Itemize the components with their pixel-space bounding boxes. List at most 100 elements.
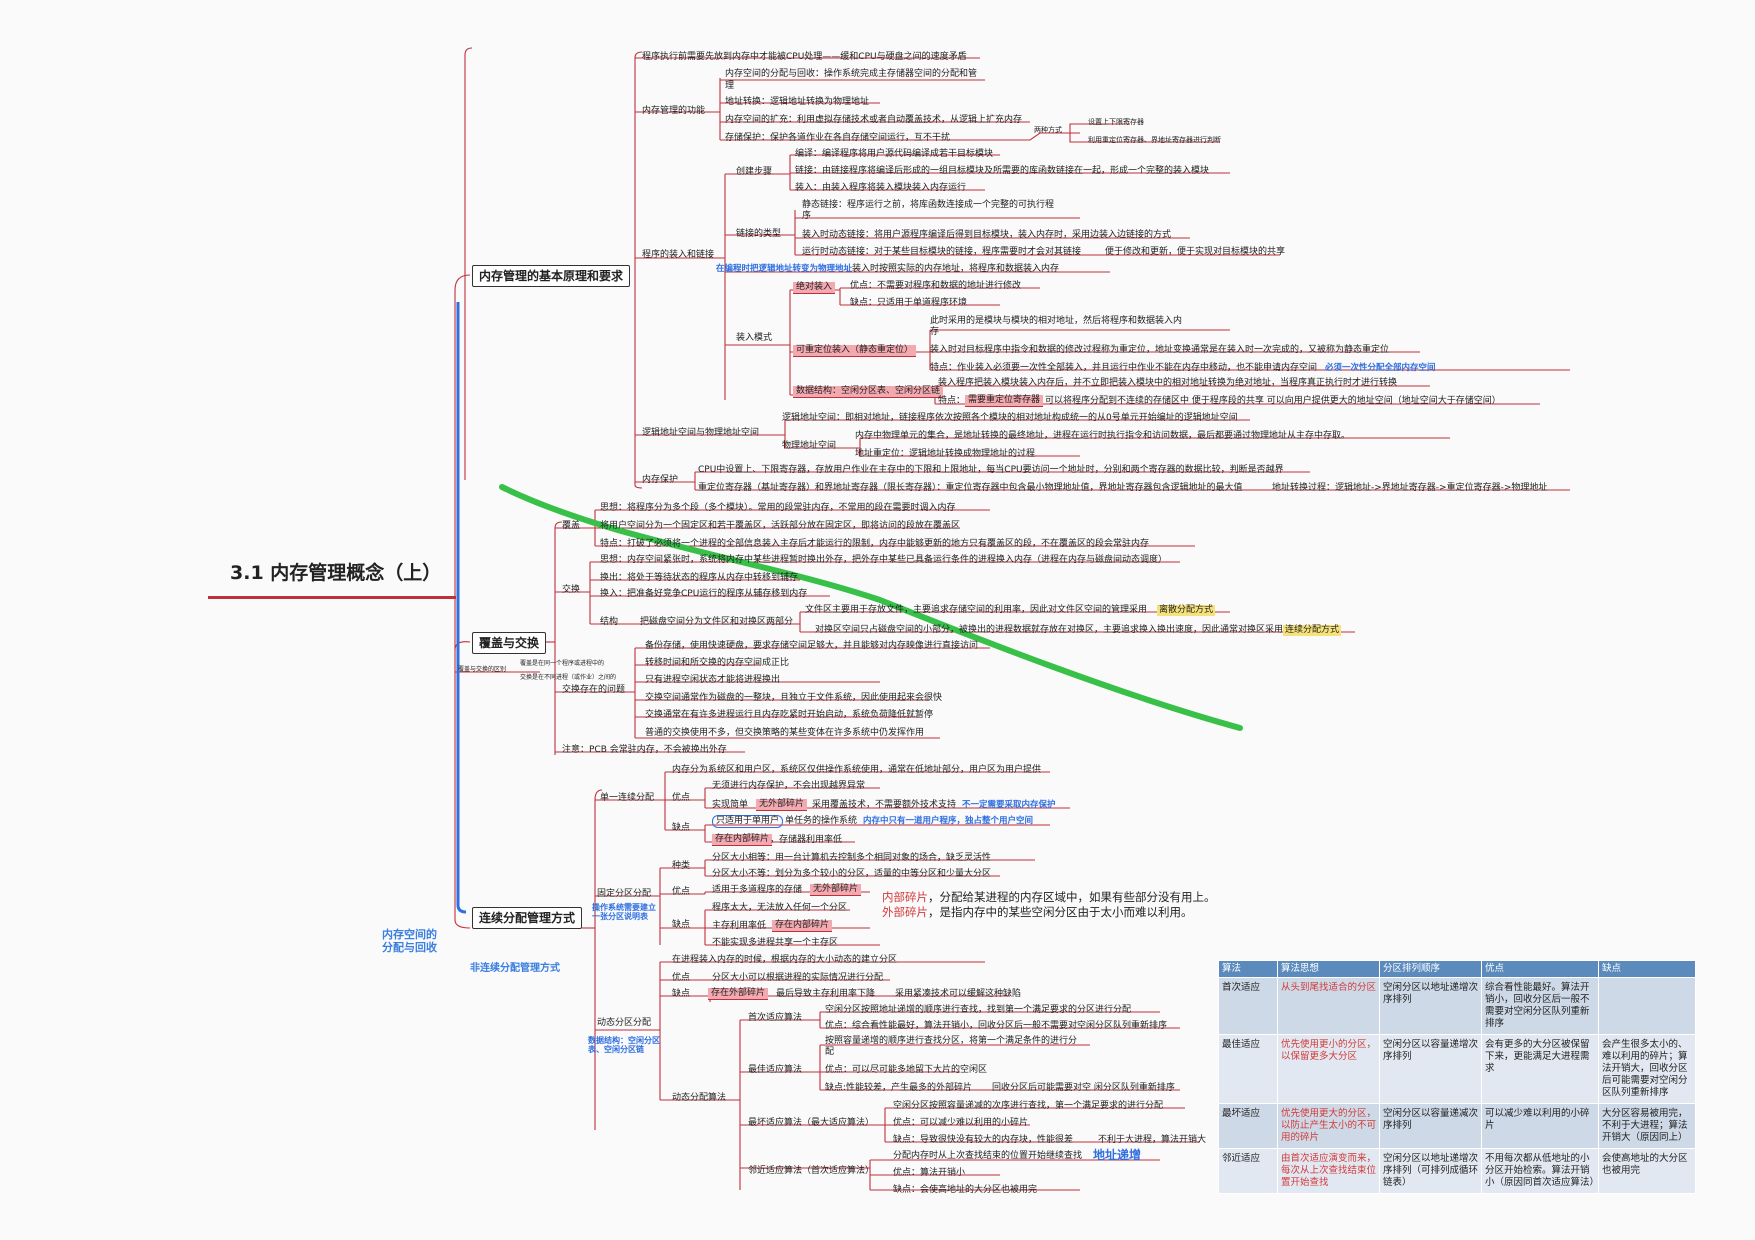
node: 内存分为系统区和用户区，系统区仅供操作系统使用，通常在低地址部分，用户区为用户提… (672, 765, 1042, 775)
node: 创建步骤 (736, 167, 773, 177)
table-cell: 优先使用更小的分区，以保留更多大分区 (1277, 1034, 1380, 1104)
node: 程序的装入和链接 (642, 250, 715, 260)
node: 地址重定位：逻辑地址转换成物理地址的过程 (855, 449, 1036, 459)
node: 在进程装入内存的时候，根据内存的大小动态的建立分区 (672, 955, 898, 965)
table-cell: 首次适应 (1218, 977, 1278, 1035)
node: 最坏适应算法（最大适应算法） (748, 1118, 875, 1128)
node: 不能实现多进程共享一个主存区 (712, 938, 839, 948)
node: 特点： (938, 396, 966, 406)
node: 主存利用率低 (712, 921, 767, 931)
table-cell: 综合看性能最好。算法开销小，回收分区后一般不需要对空闲分区队列重新排序 (1481, 977, 1599, 1035)
node: 理 (725, 81, 735, 91)
node: 内存保护 (642, 475, 679, 485)
node: 只适用于单用户 (712, 815, 784, 828)
node: 特点：打破了必须将一个进程的全部信息装入主存后才能运行的限制，内存中能够更新的地… (600, 539, 1150, 549)
node: 转移时间和所交换的内存空间成正比 (645, 658, 790, 668)
table-header: 算法 (1218, 960, 1278, 978)
table-cell: 空闲分区以容量递减次序排列 (1379, 1103, 1482, 1149)
node: 交换存在的问题 (562, 685, 626, 695)
node: 备份存储，使用快速硬盘，要求存储空间足够大，并且能够对内存映像进行直接访问 (645, 641, 979, 651)
table-header: 缺点 (1598, 960, 1696, 978)
root-title: 3.1 内存管理概念（上） (230, 562, 442, 584)
fragment-external-desc: ，是指内存中的某些空闲分区由于太小而难以利用。 (928, 905, 1193, 919)
node: 采用覆盖技术，不需要额外技术支持 (812, 800, 957, 810)
node: 只有进程空闲状态才能将进程换出 (645, 675, 781, 685)
node: 换出：将处于等待状态的程序从内存中转移到辅存 (600, 573, 799, 583)
node: 存储保护：保护各道作业在各自存储空间运行，互不干扰 (725, 133, 951, 143)
node-highlight: 存在外部碎片 (708, 988, 769, 1000)
table-cell: 空闲分区以容量递增次序排列 (1379, 1034, 1482, 1104)
table-row: 最坏适应 优先使用更大的分区，以防止产生太小的不可用的碎片 空闲分区以容量递减次… (1218, 1103, 1696, 1149)
node: 思想：内存空间紧张时，系统将内存中某些进程暂时换出外存，把外存中某些已具备运行条… (600, 555, 1168, 565)
node: 思想：将程序分为多个段（多个模块）。常用的段常驻内存，不常用的段在需要时调入内存 (600, 503, 956, 513)
node-highlight: 无外部碎片 (756, 799, 808, 811)
node-highlight: 连续分配方式 (1283, 625, 1342, 636)
node: 设置上下限寄存器 (1088, 118, 1144, 126)
node: 链接的类型 (736, 229, 782, 239)
node: 逻辑地址空间与物理地址空间 (642, 428, 760, 438)
node: 装入模式 (736, 333, 773, 343)
node: 采用紧凑技术可以缓解这种缺陷 (895, 989, 1022, 999)
node: 缺点 (672, 823, 691, 833)
side-note-noncontiguous: 非连续分配管理方式 (470, 963, 560, 974)
node-highlight: 数据结构：空闲分区表、空闲分区链 (793, 386, 944, 398)
fragment-internal-desc: ，分配给某进程的内存区域中，如果有些部分没有用上。 (928, 890, 1216, 904)
table-row: 邻近适应 由首次适应演变而来，每次从上次查找结束位置开始查找 空闲分区以地址递增… (1218, 1148, 1696, 1194)
node: 动态分配算法 (672, 1093, 727, 1103)
table-header-row: 算法 算法思想 分区排列顺序 优点 缺点 (1218, 960, 1696, 978)
node: 此时采用的是模块与模块的相对地址，然后将程序和数据装入内 (930, 316, 1183, 326)
table-cell: 空闲分区以地址递增次序排列（可排列成循环链表） (1379, 1148, 1482, 1194)
branch-contiguous-alloc[interactable]: 连续分配管理方式 (472, 907, 583, 929)
node: 交换 (562, 585, 581, 595)
table-cell: 优先使用更大的分区，以防止产生太小的不可用的碎片 (1277, 1103, 1380, 1149)
annotation-note: 在编程时把逻辑地址转变为物理地址 (716, 264, 853, 274)
node: 程序太大，无法放入任何一个分区 (712, 903, 848, 913)
node-highlight: 需要重定位寄存器 (965, 395, 1044, 407)
table-cell: 大分区容易被用完，不利于大进程；算法开销大（原因同上） (1598, 1103, 1696, 1149)
node-highlight: 无外部碎片 (810, 884, 862, 896)
annotation-note: 必须一次性分配全部内存空间 (1325, 363, 1436, 373)
node: 编译：编译程序将用户源代码编译成若干目标模块 (795, 149, 994, 159)
node: 空闲分区按照地址递增的顺序进行查找，找到第一个满足要求的分区进行分配 (825, 1005, 1132, 1015)
node: 结构 (600, 617, 619, 627)
node: 普通的交换使用不多，但交换策略的某些变体在许多系统中仍发挥作用 (645, 728, 925, 738)
table-header: 分区排列顺序 (1379, 960, 1482, 978)
node: 序 (802, 211, 812, 221)
node: 首次适应算法 (748, 1013, 803, 1023)
node: 分区大小不等：划分为多个较小的分区，适量的中等分区和少量大分区 (712, 869, 992, 879)
node: 注意：PCB 会常驻内存，不会被换出外存 (562, 745, 727, 755)
node: 优点：可以减少难以利用的小碎片 (893, 1118, 1029, 1128)
node: 静态链接：程序运行之前，将库函数连接成一个完整的可执行程 (802, 200, 1055, 210)
node: 换入：把准备好竞争CPU运行的程序从辅存移到内存 (600, 589, 808, 599)
node: 邻近适应算法（首次适应算法） (748, 1166, 875, 1176)
node: 优点：综合看性能最好，算法开销小，回收分区后一般不需要对空闲分区队列重新排序 (825, 1021, 1168, 1031)
table-cell: 可以减少难以利用的小碎片 (1481, 1103, 1599, 1149)
node: 优点：算法开销小 (893, 1168, 966, 1178)
branch-overlay-swap[interactable]: 覆盖与交换 (472, 632, 547, 654)
node: 特点：作业装入必须要一次性全部装入，并且运行中作业不能在内存中移动，也不能申请内… (930, 363, 1318, 373)
table-cell: 会有更多的大分区被保留下来，更能满足大进程需求 (1481, 1034, 1599, 1104)
node: 装入时动态链接：将用户源程序编译后得到目标模块，装入内存时，采用边装入边链接的方… (802, 230, 1172, 240)
table-cell: 由首次适应演变而来，每次从上次查找结束位置开始查找 (1277, 1148, 1380, 1194)
algorithm-comparison-table: 算法 算法思想 分区排列顺序 优点 缺点 首次适应 从头到尾找适合的分区 空闲分… (1218, 960, 1696, 1194)
node: 交换空间通常作为磁盘的一整块，且独立于文件系统，因此使用起来会很快 (645, 693, 943, 703)
table-header: 优点 (1481, 960, 1599, 978)
table-cell: 最坏适应 (1218, 1103, 1278, 1149)
node: 逻辑地址空间：即相对地址，链接程序依次按照各个模块的相对地址构成统一的从0号单元… (782, 413, 1238, 423)
node: 种类 (672, 861, 691, 871)
node: 利用重定位寄存器、界地址寄存器进行判断 (1088, 136, 1221, 144)
annotation-note: 地址递增 (1093, 1148, 1142, 1162)
node: 内存空间的分配与回收：操作系统完成主存储器空间的分配和管 (725, 69, 978, 79)
table-cell: 从头到尾找适合的分区 (1277, 977, 1380, 1035)
branch-basic-principles[interactable]: 内存管理的基本原理和要求 (472, 265, 631, 287)
node: 将用户空间分为一个固定区和若干覆盖区，活跃部分放在固定区，即将访问的段放在覆盖区 (600, 521, 961, 531)
node: 不利于大进程，算法开销大 (1098, 1135, 1207, 1145)
node: 运行时动态链接：对于某些目标模块的链接，程序需要时才会对其链接 (802, 247, 1082, 257)
table-cell: 会产生很多太小的、难以利用的碎片；算法开销大，回收分区后可能需要对空闲分区队列重… (1598, 1034, 1696, 1104)
node: 内存管理的功能 (642, 106, 706, 116)
node-highlight: 可重定位装入（静态重定位） (793, 345, 917, 357)
node: 优点 (672, 973, 691, 983)
node: 内存中物理单元的集合，是地址转换的最终地址，进程在运行时执行指令和访问数据，最后… (855, 431, 1351, 441)
node: 固定分区分配 (597, 889, 652, 899)
node: 优点：可以尽可能多地留下大片的空闲区 (825, 1065, 988, 1075)
